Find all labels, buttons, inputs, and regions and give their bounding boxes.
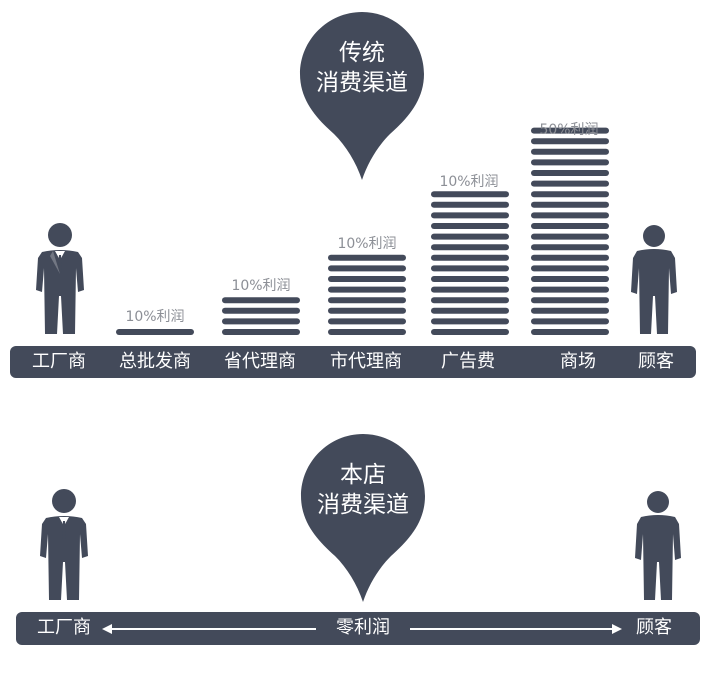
stack-line xyxy=(531,307,609,314)
stack-line xyxy=(531,138,609,145)
stack-line xyxy=(531,223,609,229)
stack-line xyxy=(222,329,300,335)
stack-line xyxy=(328,276,406,282)
stack-line xyxy=(431,286,509,293)
stack-line xyxy=(222,297,300,304)
stack-line xyxy=(431,276,509,282)
stack-line xyxy=(431,329,509,335)
stack-label: 10%利润 xyxy=(231,278,291,294)
stack-line xyxy=(431,297,509,304)
stack-label: 10%利润 xyxy=(439,174,499,190)
stack-line xyxy=(531,297,609,304)
pin-line-2: 消费渠道 xyxy=(317,492,409,518)
band-label-customer: 顾客 xyxy=(638,351,674,372)
stack-label: 50%利润 xyxy=(539,122,599,138)
right-arrow-icon xyxy=(410,624,622,634)
stack-line xyxy=(431,223,509,229)
stack-line xyxy=(328,286,406,293)
stack-line xyxy=(531,318,609,325)
pin-line-1: 传统 xyxy=(339,40,385,66)
stack-line xyxy=(328,254,406,261)
stack-line xyxy=(328,307,406,314)
stack-line xyxy=(531,191,609,198)
stack-line xyxy=(531,233,609,240)
stack-line xyxy=(531,212,609,219)
customer-icon xyxy=(635,491,681,600)
stack-line xyxy=(531,180,609,187)
band-label-advertising: 广告费 xyxy=(441,351,495,372)
stack-line xyxy=(328,265,406,272)
stack-line xyxy=(328,297,406,304)
stack-line xyxy=(431,265,509,272)
band-label-customer: 顾客 xyxy=(636,617,672,638)
location-pin-icon xyxy=(301,434,425,602)
stack-line xyxy=(531,254,609,261)
customer-icon xyxy=(631,225,677,334)
stack-line xyxy=(328,318,406,325)
left-arrow-icon xyxy=(102,624,316,634)
band-label-general-wholesaler: 总批发商 xyxy=(119,351,191,372)
traditional-channel-band xyxy=(10,346,696,378)
stack-line xyxy=(431,254,509,261)
stack-line xyxy=(531,276,609,282)
stack-line xyxy=(531,286,609,293)
band-label-factory: 工厂商 xyxy=(32,351,86,372)
pin-line-2: 消费渠道 xyxy=(316,70,408,96)
stack-label: 10%利润 xyxy=(125,309,185,325)
band-label-provincial-agent: 省代理商 xyxy=(224,351,296,372)
stack-line xyxy=(431,191,509,198)
stack-line xyxy=(531,265,609,272)
stack-line xyxy=(431,307,509,314)
stack-line xyxy=(531,201,609,208)
stack-line xyxy=(222,307,300,314)
stack-line xyxy=(431,212,509,219)
stack-line xyxy=(431,233,509,240)
stack-label: 10%利润 xyxy=(337,236,397,252)
band-label-factory: 工厂商 xyxy=(37,617,91,638)
stack-line xyxy=(531,244,609,251)
location-pin-icon xyxy=(300,12,424,180)
businessman-icon xyxy=(36,223,84,334)
pin-title-traditional: 传统 消费渠道 xyxy=(302,38,422,98)
stack-line xyxy=(531,329,609,335)
stack-line xyxy=(222,318,300,325)
businessman-icon xyxy=(40,489,88,600)
profit-stacks xyxy=(116,127,609,335)
stack-line xyxy=(328,329,406,335)
band-label-mall: 商场 xyxy=(560,351,596,372)
stack-line xyxy=(431,201,509,208)
stack-line xyxy=(531,148,609,155)
band-label-zero-profit: 零利润 xyxy=(336,617,390,638)
stack-line xyxy=(431,244,509,251)
band-label-city-agent: 市代理商 xyxy=(330,351,402,372)
stack-line xyxy=(116,329,194,335)
pin-line-1: 本店 xyxy=(340,462,386,488)
pin-title-ours: 本店 消费渠道 xyxy=(303,460,423,520)
stack-line xyxy=(531,127,609,134)
stack-line xyxy=(531,159,609,166)
stack-line xyxy=(531,170,609,176)
stack-line xyxy=(431,318,509,325)
